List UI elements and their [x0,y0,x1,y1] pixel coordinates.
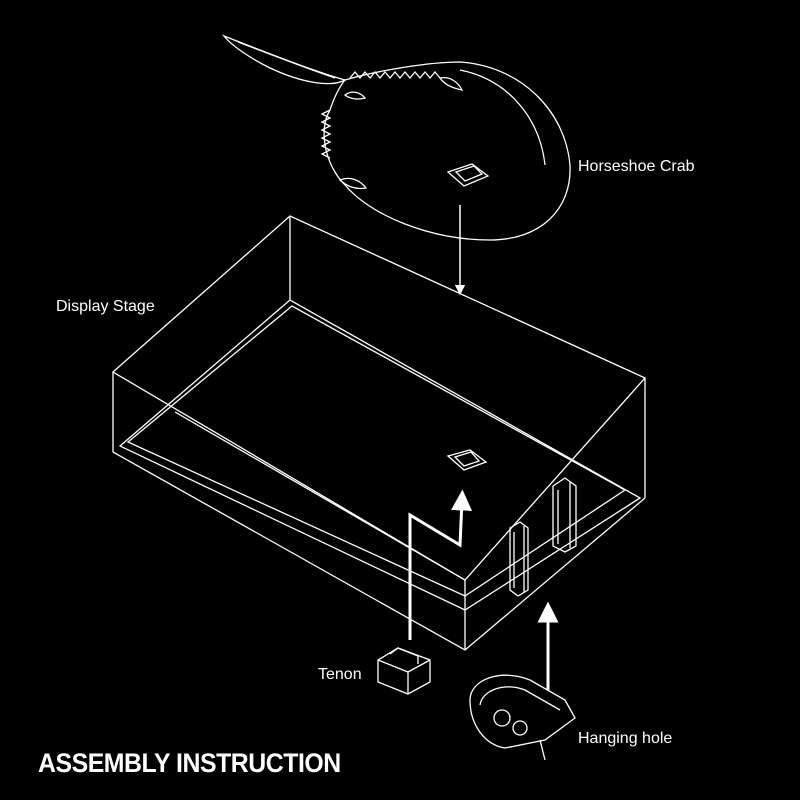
horseshoe-crab-label: Horseshoe Crab [578,158,695,175]
display-stage-drawing [111,215,647,651]
tenon-arrow [408,489,473,640]
display-stage-label: Display Stage [56,298,155,315]
page-title: ASSEMBLY INSTRUCTION [38,748,341,778]
tenon-drawing [377,647,431,695]
hanging-hole-drawing [469,674,576,761]
tenon-label: Tenon [318,666,362,683]
hanging-hole-label: Hanging hole [578,730,673,747]
horseshoe-crab-drawing [221,34,571,241]
